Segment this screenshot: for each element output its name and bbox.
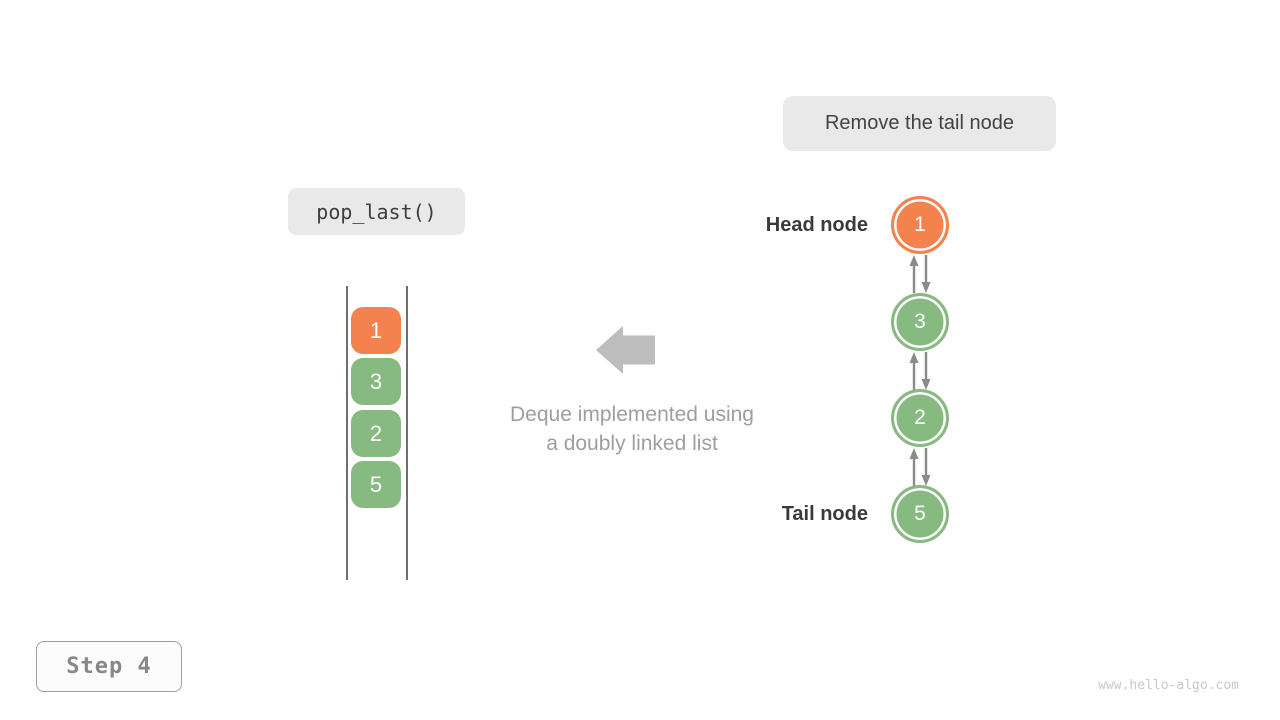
linked-list-node: 3 — [891, 293, 949, 351]
head-node-label: Head node — [765, 214, 868, 236]
operation-label-text: pop_last() — [316, 199, 437, 224]
deque-caption-line2: a doubly linked list — [546, 432, 718, 455]
linked-list-node-tail: 5 — [891, 485, 949, 543]
double-arrow-icon — [909, 255, 931, 293]
deque-cell-value: 3 — [369, 368, 383, 394]
double-arrow-icon — [909, 352, 931, 390]
deque-cell-value: 1 — [369, 317, 383, 343]
node-value: 3 — [914, 310, 926, 333]
tail-node-label: Tail node — [781, 503, 868, 525]
deque-cell-value: 5 — [369, 471, 383, 497]
step-badge: Step 4 — [36, 641, 182, 692]
remove-tail-callout-text: Remove the tail node — [824, 112, 1014, 134]
deque-cell: 1 — [351, 307, 401, 354]
deque-channel-right-line — [406, 286, 408, 580]
node-value: 1 — [914, 213, 926, 236]
node-value: 2 — [914, 406, 926, 429]
remove-tail-callout: Remove the tail node — [783, 96, 1056, 151]
deque-caption-line1: Deque implemented using — [510, 403, 754, 426]
deque-cell: 2 — [351, 410, 401, 457]
deque-cell: 5 — [351, 461, 401, 508]
node-value: 5 — [914, 502, 926, 525]
watermark: www.hello-algo.com — [1098, 678, 1239, 693]
linked-list-node: 2 — [891, 389, 949, 447]
deque-channel-left-line — [346, 286, 348, 580]
left-arrow-icon — [596, 326, 655, 374]
step-badge-text: Step 4 — [66, 654, 152, 679]
double-arrow-icon — [909, 448, 931, 486]
deque-cell: 3 — [351, 358, 401, 405]
linked-list-node-head: 1 — [891, 196, 949, 254]
operation-label: pop_last() — [288, 188, 465, 235]
deque-cell-value: 2 — [369, 420, 383, 446]
deque-caption: Deque implemented using a doubly linked … — [457, 400, 807, 458]
